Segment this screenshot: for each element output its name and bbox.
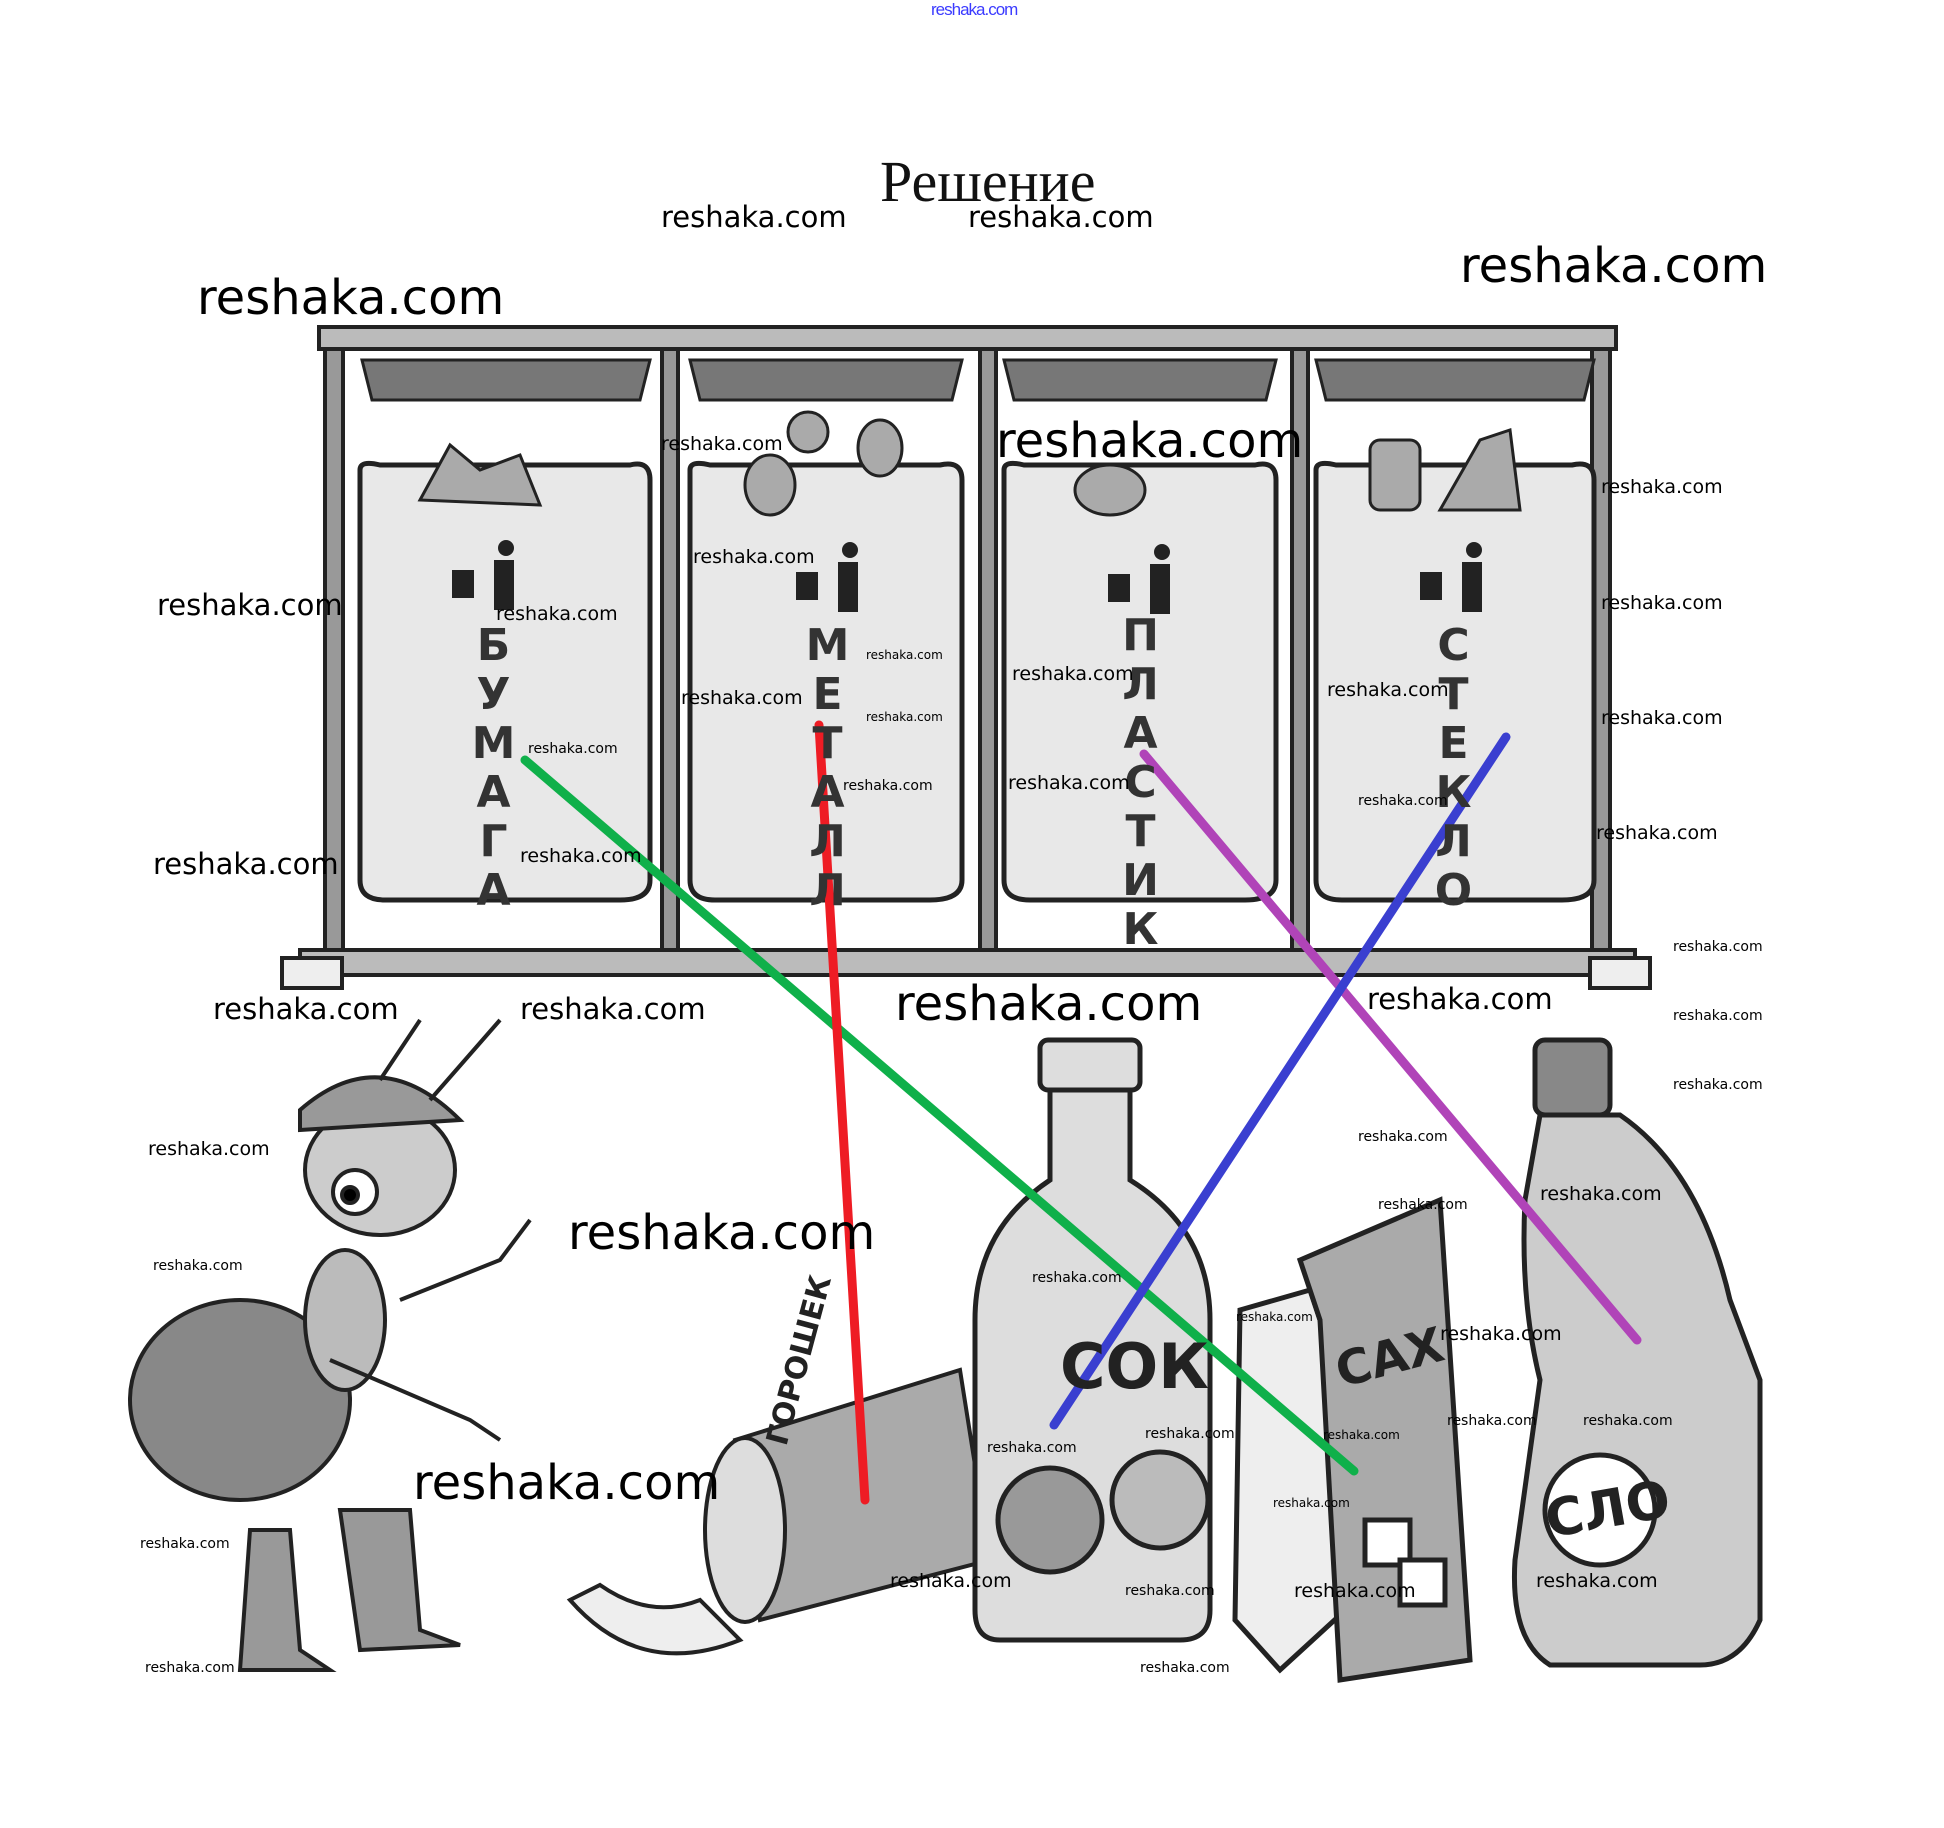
watermark: reshaka.com [895, 976, 1203, 1032]
bin-label-paper: БУМАГА [468, 620, 519, 914]
line-glass-to-juice[interactable] [1049, 732, 1511, 1430]
watermark: reshaka.com [148, 1138, 270, 1160]
watermark: reshaka.com [1140, 1660, 1230, 1676]
watermark: reshaka.com [528, 741, 618, 757]
watermark: reshaka.com [866, 648, 943, 662]
bin-contents [417, 410, 1522, 517]
watermark: reshaka.com [987, 1440, 1077, 1456]
watermark: reshaka.com [1583, 1413, 1673, 1429]
watermark: reshaka.com [1601, 707, 1723, 729]
watermark: reshaka.com [1460, 238, 1768, 294]
watermark: reshaka.com [1327, 679, 1449, 701]
watermark: reshaka.com [866, 710, 943, 724]
watermark: reshaka.com [1323, 1428, 1400, 1442]
watermark: reshaka.com [1294, 1580, 1416, 1602]
watermark: reshaka.com [1536, 1570, 1658, 1592]
answer-lines[interactable] [520, 720, 1642, 1505]
watermark: reshaka.com [157, 588, 343, 622]
watermark: reshaka.com [843, 778, 933, 794]
juice-label: СОК [1060, 1330, 1209, 1403]
sugar-bag [1232, 1196, 1473, 1683]
watermark: reshaka.com [661, 433, 783, 455]
bin-lids [360, 358, 1596, 402]
watermark: reshaka.com [413, 1455, 721, 1511]
bin-label-glass: СТЕКЛО [1428, 620, 1479, 914]
watermark: reshaka.com [496, 603, 618, 625]
watermark: reshaka.com [1440, 1323, 1562, 1345]
watermark: reshaka.com [1273, 1496, 1350, 1510]
bin-label-plastic: ПЛАСТИК [1115, 610, 1166, 953]
watermark: reshaka.com [1378, 1197, 1468, 1213]
watermark: reshaka.com [996, 413, 1304, 469]
watermark: reshaka.com [1125, 1583, 1215, 1599]
watermark: reshaka.com [1358, 793, 1448, 809]
watermark: reshaka.com [145, 1660, 235, 1676]
watermark: reshaka.com [153, 1258, 243, 1274]
watermark: reshaka.com [197, 270, 505, 326]
bin-label-metal: МЕТАЛЛ [802, 620, 853, 914]
watermark: reshaka.com [661, 200, 847, 234]
line-paper-to-sugar[interactable] [520, 755, 1359, 1476]
watermark: reshaka.com [890, 1570, 1012, 1592]
watermark: reshaka.com [153, 847, 339, 881]
watermark: reshaka.com [1447, 1413, 1537, 1429]
watermark: reshaka.com [693, 546, 815, 568]
watermark: reshaka.com [1596, 822, 1718, 844]
watermark: reshaka.com [968, 200, 1154, 234]
line-plastic-to-oil[interactable] [1139, 749, 1642, 1345]
watermark: reshaka.com [520, 992, 706, 1026]
watermark: reshaka.com [1540, 1183, 1662, 1205]
watermark: reshaka.com [1673, 1008, 1763, 1024]
watermark: reshaka.com [1601, 476, 1723, 498]
watermark: reshaka.com [1236, 1310, 1313, 1324]
watermark: reshaka.com [1673, 1077, 1763, 1093]
site-mark[interactable]: reshaka.com [931, 0, 1018, 19]
watermark: reshaka.com [1358, 1129, 1448, 1145]
watermark: reshaka.com [213, 992, 399, 1026]
ant-character [128, 1018, 532, 1672]
watermark: reshaka.com [568, 1205, 876, 1261]
watermark: reshaka.com [520, 845, 642, 867]
oil-bottle [1511, 1037, 1763, 1668]
watermark: reshaka.com [1601, 592, 1723, 614]
watermark: reshaka.com [1673, 939, 1763, 955]
recycle-icons [452, 540, 1482, 614]
line-metal-to-can[interactable] [814, 720, 870, 1505]
watermark: reshaka.com [1012, 663, 1134, 685]
watermark: reshaka.com [1145, 1426, 1235, 1442]
watermark: reshaka.com [1032, 1270, 1122, 1286]
bins [357, 460, 1597, 903]
watermark: reshaka.com [1367, 982, 1553, 1016]
page-title: Решение [880, 149, 1096, 214]
watermark: reshaka.com [140, 1536, 230, 1552]
watermark: reshaka.com [681, 687, 803, 709]
watermark: reshaka.com [1008, 772, 1130, 794]
recycling-cabinet [280, 325, 1652, 990]
